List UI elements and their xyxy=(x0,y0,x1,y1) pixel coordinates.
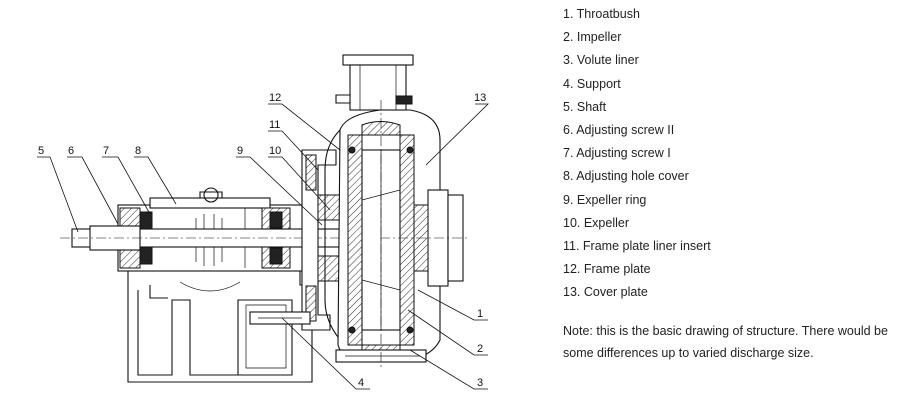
legend-item: 8. Adjusting hole cover xyxy=(563,169,689,184)
callout-4: 4 xyxy=(358,377,364,389)
callout-7: 7 xyxy=(103,145,109,157)
parts-legend: 1. Throatbush 2. Impeller 3. Volute line… xyxy=(563,3,913,304)
callout-13: 13 xyxy=(474,92,486,104)
parts-list: 1. Throatbush 2. Impeller 3. Volute line… xyxy=(563,3,913,304)
legend-item: 10. Expeller xyxy=(563,215,630,230)
callout-3: 3 xyxy=(477,377,483,389)
callout-11: 11 xyxy=(269,119,280,131)
callout-1: 1 xyxy=(477,308,483,320)
discharge-flange xyxy=(335,54,414,111)
legend-item: 12. Frame plate xyxy=(563,262,651,277)
legend-item: 7. Adjusting screw I xyxy=(563,146,671,161)
callout-12: 12 xyxy=(269,92,281,104)
legend-item: 5. Shaft xyxy=(563,99,607,114)
callout-numbers: 5 6 7 8 9 10 11 12 13 1 2 3 4 xyxy=(38,92,486,389)
pump-structure-drawing: 5 6 7 8 9 10 11 12 13 1 2 3 4 xyxy=(37,54,489,390)
volute-casing xyxy=(335,109,441,363)
callout-6: 6 xyxy=(68,145,74,157)
callout-5: 5 xyxy=(38,145,44,157)
legend-item: 6. Adjusting screw II xyxy=(563,122,675,137)
callout-leaders xyxy=(37,103,489,390)
callout-10: 10 xyxy=(269,145,281,157)
legend-item: 13. Cover plate xyxy=(563,285,648,300)
callout-8: 8 xyxy=(135,145,141,157)
legend-item: 1. Throatbush xyxy=(563,7,640,21)
callout-2: 2 xyxy=(477,343,483,355)
cover-plate xyxy=(380,100,470,370)
support-frame xyxy=(127,269,313,383)
legend-item: 4. Support xyxy=(563,76,621,91)
callout-9: 9 xyxy=(237,145,243,157)
legend-item: 3. Volute liner xyxy=(563,53,639,68)
legend-item: 9. Expeller ring xyxy=(563,192,647,207)
legend-item: 11. Frame plate liner insert xyxy=(563,238,711,253)
structure-note: Note: this is the basic drawing of struc… xyxy=(563,324,888,360)
legend-item: 2. Impeller xyxy=(563,30,622,45)
